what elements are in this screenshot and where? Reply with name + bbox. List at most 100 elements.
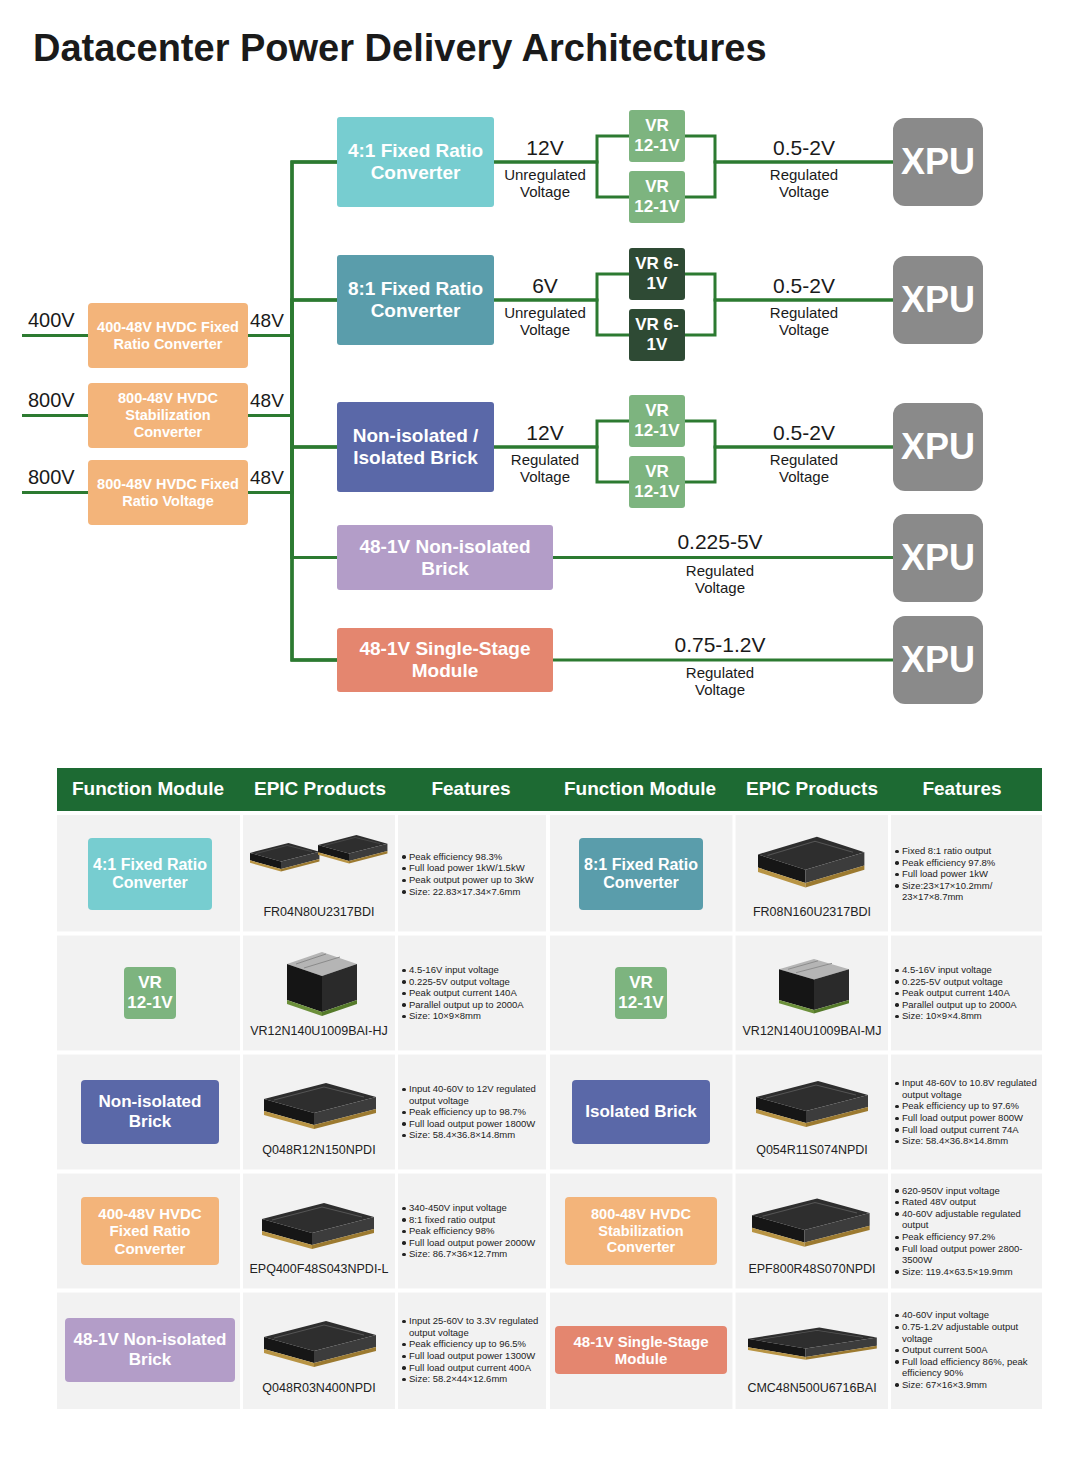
- function-module-box: VR 12-1V: [124, 967, 176, 1019]
- power-connector: [494, 136, 629, 162]
- voltage-note: Unregulated Voltage: [493, 167, 597, 201]
- vr-box: VR 12-1V: [629, 456, 685, 508]
- feature-item: Full load output power 800W: [894, 1112, 1039, 1124]
- product-photo: [318, 835, 387, 864]
- converter-box: 48-1V Non-isolated Brick: [337, 525, 553, 590]
- table-header: Function Module: [550, 778, 730, 799]
- voltage-note: Regulated Voltage: [493, 452, 597, 486]
- voltage-label: 0.5-2V: [752, 421, 856, 445]
- feature-item: Size: 58.4×36.8×14.8mm: [401, 1129, 543, 1141]
- product-name: Q048R12N150NPDI: [243, 1143, 395, 1157]
- node-text: VR 6-1V: [631, 254, 683, 293]
- table-header: Function Module: [58, 778, 238, 799]
- feature-item: Size: 119.4×63.5×19.9mm: [894, 1266, 1039, 1278]
- feature-item: Full load output current 400A: [401, 1362, 543, 1374]
- feature-item: Full load output current 74A: [894, 1124, 1039, 1136]
- vr-box: VR 6-1V: [629, 309, 685, 361]
- xpu-box: XPU: [893, 514, 983, 602]
- feature-item: Fixed 8:1 ratio output: [894, 845, 1039, 857]
- node-text: XPU: [895, 426, 981, 467]
- feature-item: Peak output power up to 3kW: [401, 874, 543, 886]
- voltage-label: 800V: [28, 389, 88, 411]
- voltage-label: 48V: [250, 310, 290, 331]
- feature-item: Input 25-60V to 3.3V regulated output vo…: [401, 1315, 543, 1338]
- feature-item: Peak efficiency 98.3%: [401, 851, 543, 863]
- feature-item: Size: 58.4×36.8×14.8mm: [894, 1135, 1039, 1147]
- feature-item: Peak efficiency 97.8%: [894, 857, 1039, 869]
- product-name: Q054R11S074NPDI: [736, 1143, 888, 1157]
- voltage-note: Unregulated Voltage: [493, 305, 597, 339]
- feature-item: 0.75-1.2V adjustable output voltage: [894, 1321, 1039, 1344]
- product-name: VR12N140U1009BAI-MJ: [736, 1024, 888, 1038]
- hvdc-converter-box: 800-48V HVDC Stabilization Converter: [88, 383, 248, 448]
- feature-item: Size: 67×16×3.9mm: [894, 1379, 1039, 1391]
- feature-item: Size:23×17×10.2mm/ 23×17×8.7mm: [894, 880, 1039, 903]
- feature-item: Size: 58.2×44×12.6mm: [401, 1373, 543, 1385]
- function-module-box: 4:1 Fixed Ratio Converter: [88, 838, 212, 910]
- feature-item: 340-450V input voltage: [401, 1202, 543, 1214]
- node-text: VR 12-1V: [631, 177, 683, 216]
- node-text: 800-48V HVDC Fixed Ratio Voltage: [92, 476, 244, 509]
- feature-item: 8:1 fixed ratio output: [401, 1214, 543, 1226]
- power-connector: [248, 416, 337, 661]
- voltage-label: 0.225-5V: [664, 530, 776, 554]
- product-name: EPQ400F48S043NPDI-L: [243, 1262, 395, 1276]
- power-connector: [553, 659, 893, 662]
- voltage-label: 0.75-1.2V: [664, 633, 776, 657]
- node-text: Isolated Brick: [577, 1102, 705, 1122]
- feature-item: Full load output power 1300W: [401, 1350, 543, 1362]
- voltage-label: 800V: [28, 466, 88, 488]
- node-text: 48-1V Non-isolated Brick: [70, 1330, 230, 1369]
- feature-item: Full load output power 1800W: [401, 1118, 543, 1130]
- product-photo: [752, 1198, 870, 1246]
- voltage-note: Regulated Voltage: [752, 452, 856, 486]
- feature-item: Full load power 1kW: [894, 868, 1039, 880]
- feature-list: 340-450V input voltage8:1 fixed ratio ou…: [401, 1174, 543, 1288]
- xpu-box: XPU: [893, 403, 983, 491]
- xpu-box: XPU: [893, 118, 983, 206]
- converter-box: 4:1 Fixed Ratio Converter: [337, 117, 494, 207]
- hvdc-converter-box: 800-48V HVDC Fixed Ratio Voltage: [88, 460, 248, 525]
- function-module-box: VR 12-1V: [615, 967, 667, 1019]
- product-photo: [264, 1083, 376, 1129]
- node-text: 4:1 Fixed Ratio Converter: [343, 140, 488, 184]
- voltage-note: Regulated Voltage: [668, 665, 772, 699]
- product-name: FR08N160U2317BDI: [736, 905, 888, 919]
- product-name: Q048R03N400NPDI: [243, 1381, 395, 1395]
- voltage-label: 6V: [497, 274, 593, 298]
- feature-item: Output current 500A: [894, 1344, 1039, 1356]
- node-text: 48-1V Single-Stage Module: [343, 638, 547, 682]
- function-module-box: 48-1V Non-isolated Brick: [65, 1318, 235, 1382]
- product-photo: [748, 1328, 877, 1360]
- power-connector: [248, 162, 337, 493]
- function-module-box: 400-48V HVDC Fixed Ratio Converter: [81, 1197, 219, 1265]
- feature-item: 40-60V adjustable regulated output: [894, 1208, 1039, 1231]
- table-rule: [733, 815, 736, 1409]
- node-text: VR 12-1V: [631, 116, 683, 155]
- table-header: Features: [381, 778, 561, 799]
- feature-item: Size: 86.7×36×12.7mm: [401, 1248, 543, 1260]
- product-name: VR12N140U1009BAI-HJ: [243, 1024, 395, 1038]
- function-module-box: Isolated Brick: [572, 1080, 710, 1144]
- table-rule: [546, 815, 550, 1409]
- feature-list: Fixed 8:1 ratio outputPeak efficiency 97…: [894, 817, 1039, 931]
- table-header: EPIC Products: [722, 778, 902, 799]
- node-text: VR 6-1V: [631, 315, 683, 354]
- vr-box: VR 6-1V: [629, 248, 685, 300]
- feature-list: 40-60V input voltage0.75-1.2V adjustable…: [894, 1293, 1039, 1407]
- feature-item: 0.225-5V output voltage: [894, 976, 1039, 988]
- converter-box: 8:1 Fixed Ratio Converter: [337, 255, 494, 345]
- converter-box: 48-1V Single-Stage Module: [337, 628, 553, 692]
- feature-list: Input 40-60V to 12V regulated output vol…: [401, 1055, 543, 1169]
- feature-item: Peak efficiency up to 96.5%: [401, 1338, 543, 1350]
- feature-item: Size: 10×9×4.8mm: [894, 1010, 1039, 1022]
- vr-box: VR 12-1V: [629, 110, 685, 162]
- feature-item: Parallel output up to 2000A: [894, 999, 1039, 1011]
- product-photo: [779, 959, 849, 1013]
- input-wire: [22, 491, 88, 494]
- feature-item: Peak output current 140A: [894, 987, 1039, 999]
- node-text: Non-isolated / Isolated Brick: [343, 425, 488, 469]
- voltage-label: 12V: [497, 136, 593, 160]
- power-connector: [685, 274, 893, 300]
